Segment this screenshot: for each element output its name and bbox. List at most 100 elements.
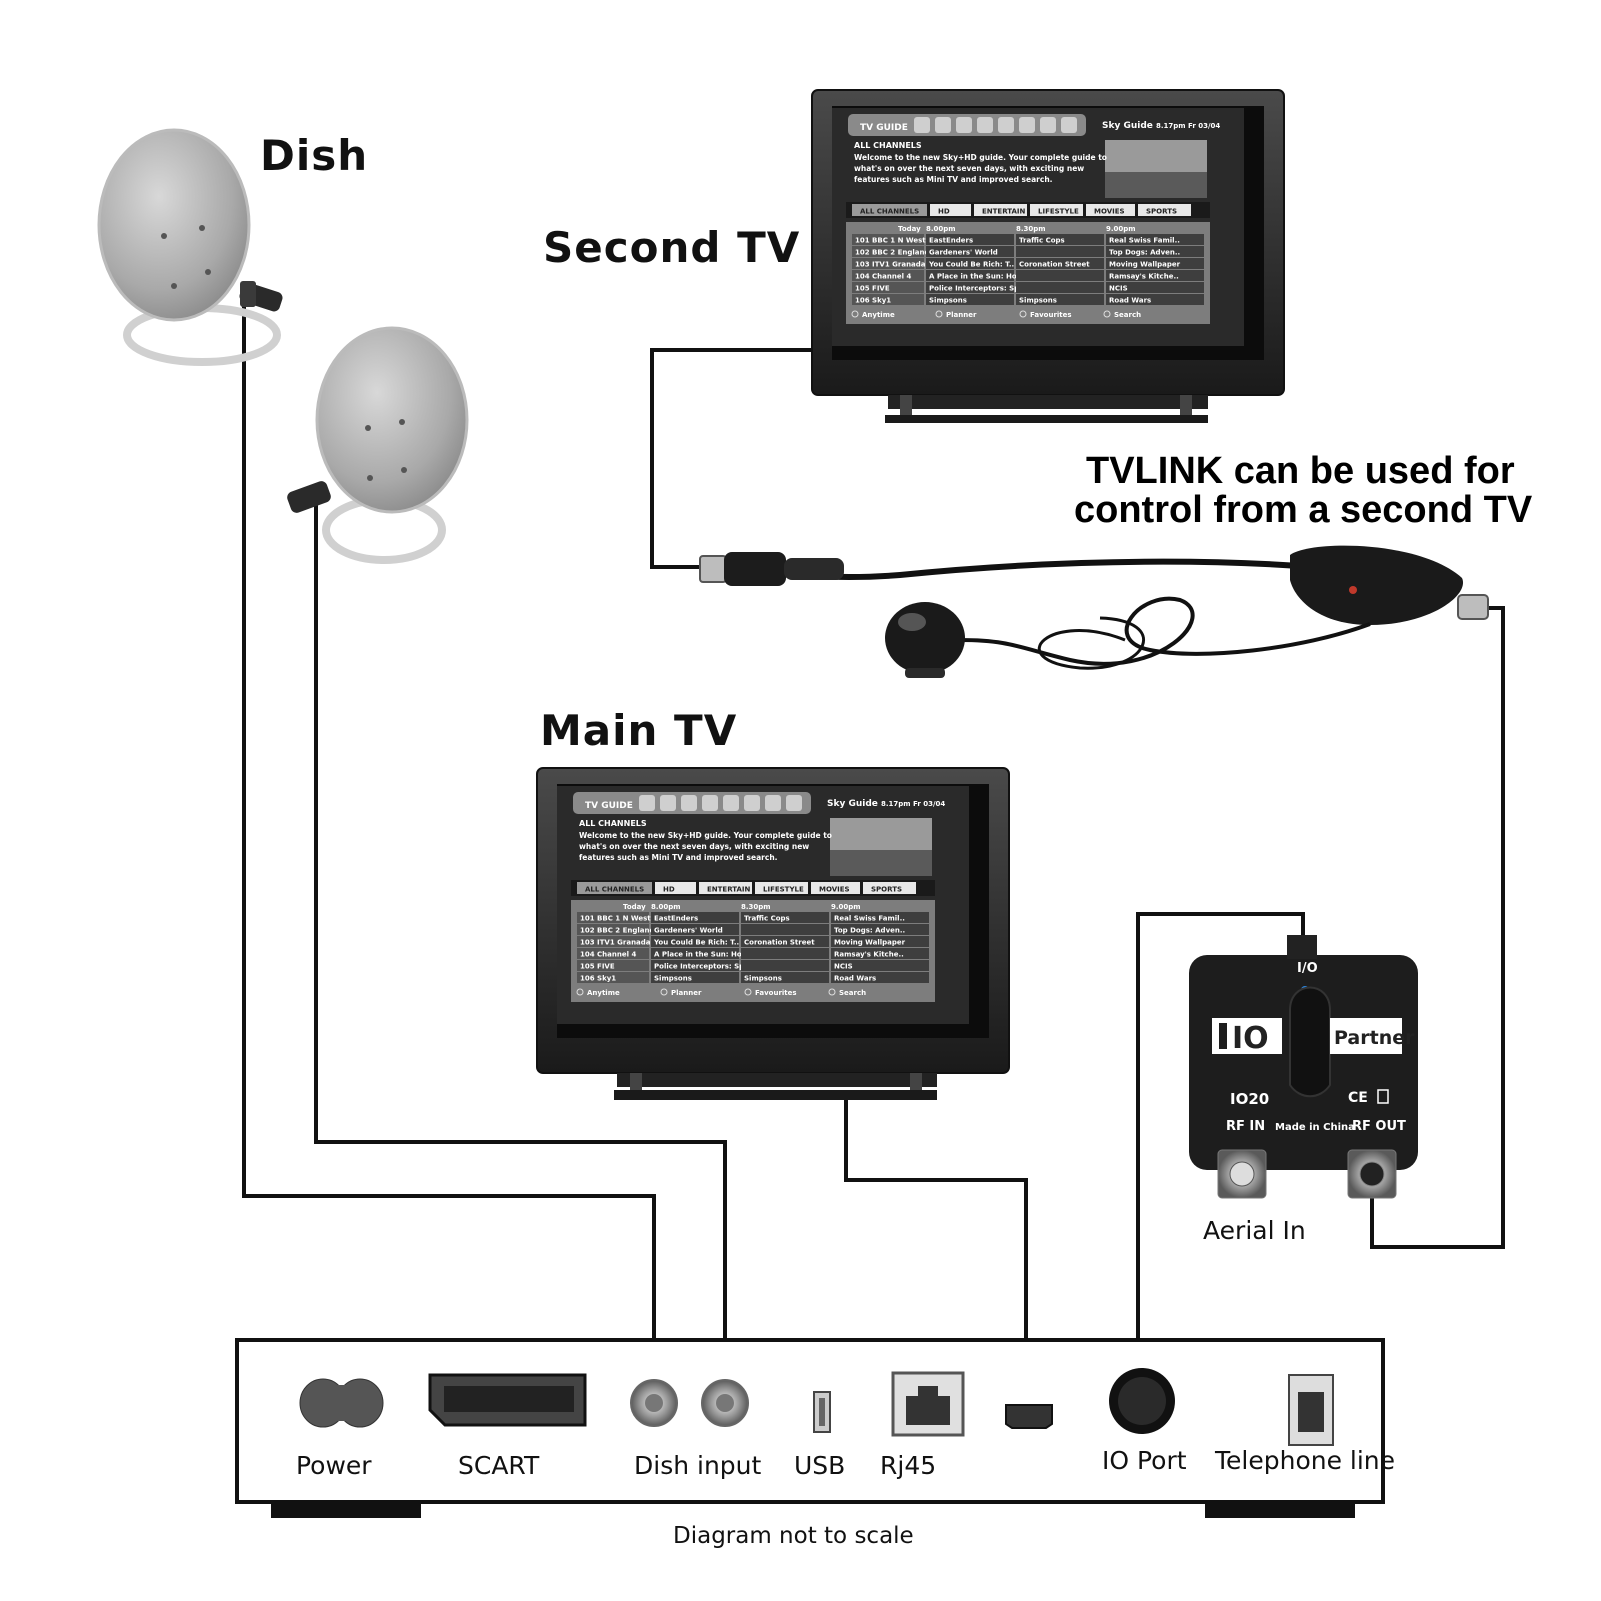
listing-cell-text: Moving Wallpaper <box>1109 261 1181 269</box>
option-radio-icon <box>1103 310 1111 318</box>
guide-toolbar-icon <box>977 117 993 133</box>
listing-cell-text: Gardeners' World <box>929 249 998 257</box>
listing-cell <box>651 936 739 947</box>
guide-toolbar-icon <box>702 795 718 811</box>
listing-cell <box>741 948 829 959</box>
listing-cell-text: 103 ITV1 Granada <box>580 939 651 947</box>
listing-cell-text: Coronation Street <box>744 939 815 947</box>
listing-cell <box>1106 234 1204 245</box>
option-radio-icon <box>828 988 836 996</box>
io-brand: IO <box>1232 1021 1269 1056</box>
guide-tab <box>755 882 808 894</box>
welcome-text: what's on over the next seven days, with… <box>854 164 1084 173</box>
guide-tab-label: HD <box>663 886 675 894</box>
guide-tab-label: HD <box>938 208 950 216</box>
listing-cell <box>577 912 649 923</box>
listing-cell-text: Simpsons <box>744 975 782 983</box>
io-port-connector-icon <box>1109 1368 1175 1434</box>
welcome-text: Welcome to the new Sky+HD guide. Your co… <box>854 153 1107 162</box>
listing-cell <box>1016 234 1104 245</box>
listing-col-head: 9.00pm <box>1106 225 1136 233</box>
listing-cell <box>926 246 1014 257</box>
listing-cell <box>1016 294 1104 305</box>
guide-toolbar-icon <box>998 117 1014 133</box>
guide-toolbar-icon <box>765 795 781 811</box>
bottom-option-label: Anytime <box>587 989 620 997</box>
guide-time: 8.17pm Fr 03/04 <box>881 800 945 808</box>
option-radio-icon <box>1019 310 1027 318</box>
aerial-in-label: Aerial In <box>1203 1216 1306 1245</box>
listing-cell <box>1106 258 1204 269</box>
dish-input-connector-icon <box>630 1379 749 1427</box>
listing-cell-text: 105 FIVE <box>580 963 615 971</box>
listing-cell <box>1106 246 1204 257</box>
listing-cell <box>651 912 739 923</box>
bottom-option-label: Planner <box>946 311 977 319</box>
listing-cell-text: 105 FIVE <box>855 285 890 293</box>
guide-toolbar-icon <box>744 795 760 811</box>
usb-connector-icon <box>813 1391 831 1433</box>
listing-col-head: 8.30pm <box>1016 225 1046 233</box>
second-tv-label: Second TV <box>543 223 800 272</box>
tvlink-device <box>699 545 1489 678</box>
telephone-connector-icon <box>1288 1374 1334 1446</box>
guide-toolbar-icon <box>681 795 697 811</box>
guide-tab <box>930 204 971 216</box>
listing-col-head: 8.30pm <box>741 903 771 911</box>
listing-cell <box>852 246 924 257</box>
guide-title: TV GUIDE <box>860 123 908 133</box>
guide-tab <box>811 882 860 894</box>
scart-label: SCART <box>458 1451 540 1480</box>
listing-cell-text: Coronation Street <box>1019 261 1090 269</box>
guide-toolbar-icon <box>935 117 951 133</box>
guide-tab-label: LIFESTYLE <box>763 886 804 894</box>
listing-cell <box>1106 294 1204 305</box>
listing-cell <box>852 234 924 245</box>
listing-cell <box>651 972 739 983</box>
listing-cell-text: 102 BBC 2 England <box>580 927 655 935</box>
scart-connector-icon <box>428 1373 587 1427</box>
guide-tab <box>655 882 696 894</box>
guide-tab <box>852 204 927 216</box>
bottom-option-label: Anytime <box>862 311 895 319</box>
sky-guide-label: Sky Guide <box>827 799 878 809</box>
listing-cell-text: NCIS <box>834 963 853 971</box>
io-port-cable <box>1136 912 1305 1350</box>
tvlink-note-line1: TVLINK can be used for <box>1086 450 1515 492</box>
guide-tab-label: SPORTS <box>1146 208 1177 216</box>
guide-tab <box>1138 204 1191 216</box>
dish-input-label: Dish input <box>634 1451 762 1480</box>
listing-cell-text: Top Dogs: Adven.. <box>1109 249 1180 257</box>
listing-cell <box>1016 282 1104 293</box>
bottom-option-label: Favourites <box>755 989 797 997</box>
listing-cell-text: Simpsons <box>654 975 692 983</box>
listing-cell <box>926 270 1014 281</box>
listing-cell-text: Road Wars <box>834 975 876 983</box>
rj45-label: Rj45 <box>880 1451 936 1480</box>
listing-cell <box>1016 270 1104 281</box>
listing-cell <box>852 282 924 293</box>
listing-cell-text: Real Swiss Famil.. <box>834 915 905 923</box>
power-label: Power <box>296 1451 372 1480</box>
dish-1 <box>97 128 283 366</box>
guide-toolbar-icon <box>1061 117 1077 133</box>
dish-2 <box>287 326 469 564</box>
listing-cell-text: Road Wars <box>1109 297 1151 305</box>
guide-tab <box>1030 204 1083 216</box>
dish-1-cable <box>242 300 656 1350</box>
listing-cell-text: Gardeners' World <box>654 927 723 935</box>
bottom-option-label: Search <box>1114 311 1141 319</box>
listing-cell <box>651 960 739 971</box>
power-connector-icon <box>299 1378 384 1428</box>
listing-cell <box>831 924 929 935</box>
listing-cell <box>831 912 929 923</box>
guide-tab <box>863 882 916 894</box>
welcome-text: Welcome to the new Sky+HD guide. Your co… <box>579 831 832 840</box>
telephone-line-label: Telephone line <box>1214 1446 1395 1475</box>
guide-tab-label: SPORTS <box>871 886 902 894</box>
listing-cell-text: Police Interceptors: Special... <box>654 963 771 971</box>
listing-cell <box>651 924 739 935</box>
listing-cell-text: A Place in the Sun: Home or USA? <box>654 951 787 959</box>
bottom-option-label: Favourites <box>1030 311 1072 319</box>
